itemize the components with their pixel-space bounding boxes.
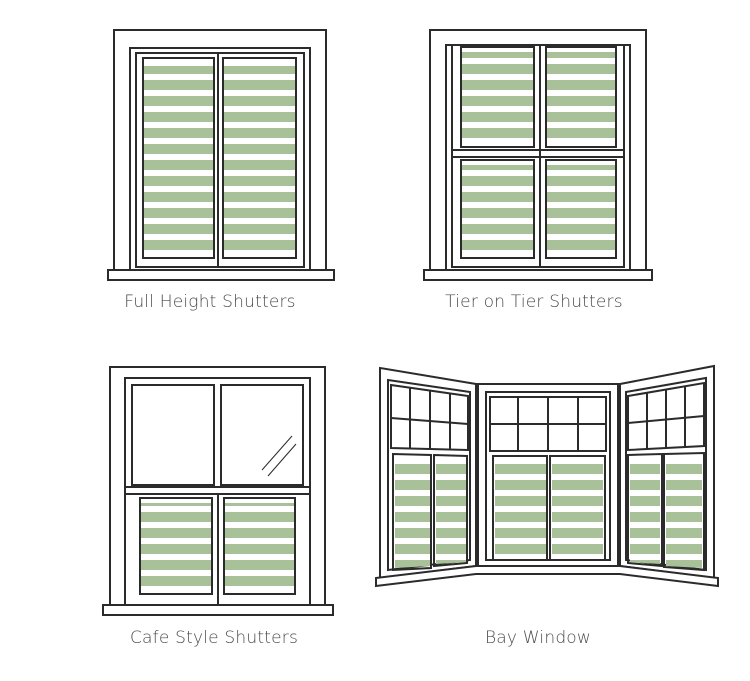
panel-left <box>143 66 214 256</box>
bay-right-shutter-b <box>666 460 702 568</box>
tier-on-tier-window <box>423 29 653 281</box>
tier-rail <box>451 149 625 158</box>
window-sill <box>423 269 653 281</box>
bay-center-shutter-b <box>552 462 603 556</box>
bay-right-shutter-a <box>630 460 660 564</box>
caption-full-height: Full Height Shutters <box>124 292 296 312</box>
panel-right <box>223 66 296 256</box>
sash-rail <box>124 486 311 495</box>
caption-bay-window: Bay Window <box>484 628 592 648</box>
bay-left-transom <box>390 383 469 452</box>
cafe-style-window <box>102 366 334 616</box>
lower-panel-right <box>546 165 616 255</box>
glass-glint <box>261 435 293 471</box>
glass-pane-left <box>131 384 215 486</box>
caption-tier-on-tier: Tier on Tier Shutters <box>445 292 623 312</box>
window-sill <box>107 269 335 281</box>
bay-center-shutter-a <box>495 462 546 556</box>
glass-pane-right <box>220 384 304 486</box>
shutter-frame <box>135 52 305 268</box>
panel-right <box>224 503 295 591</box>
lower-panel-left <box>461 165 534 255</box>
bay-window <box>375 364 719 588</box>
upper-panel-right <box>546 52 616 142</box>
bay-left-shutter-b <box>436 460 466 564</box>
full-height-window <box>107 29 335 281</box>
caption-cafe-style: Cafe Style Shutters <box>129 628 298 648</box>
upper-panel-left <box>461 52 534 142</box>
bay-left-shutter-a <box>395 460 430 568</box>
panel-left <box>140 503 212 591</box>
bay-right-transom <box>627 381 705 452</box>
window-sill <box>102 604 334 616</box>
bay-sill <box>375 565 719 588</box>
